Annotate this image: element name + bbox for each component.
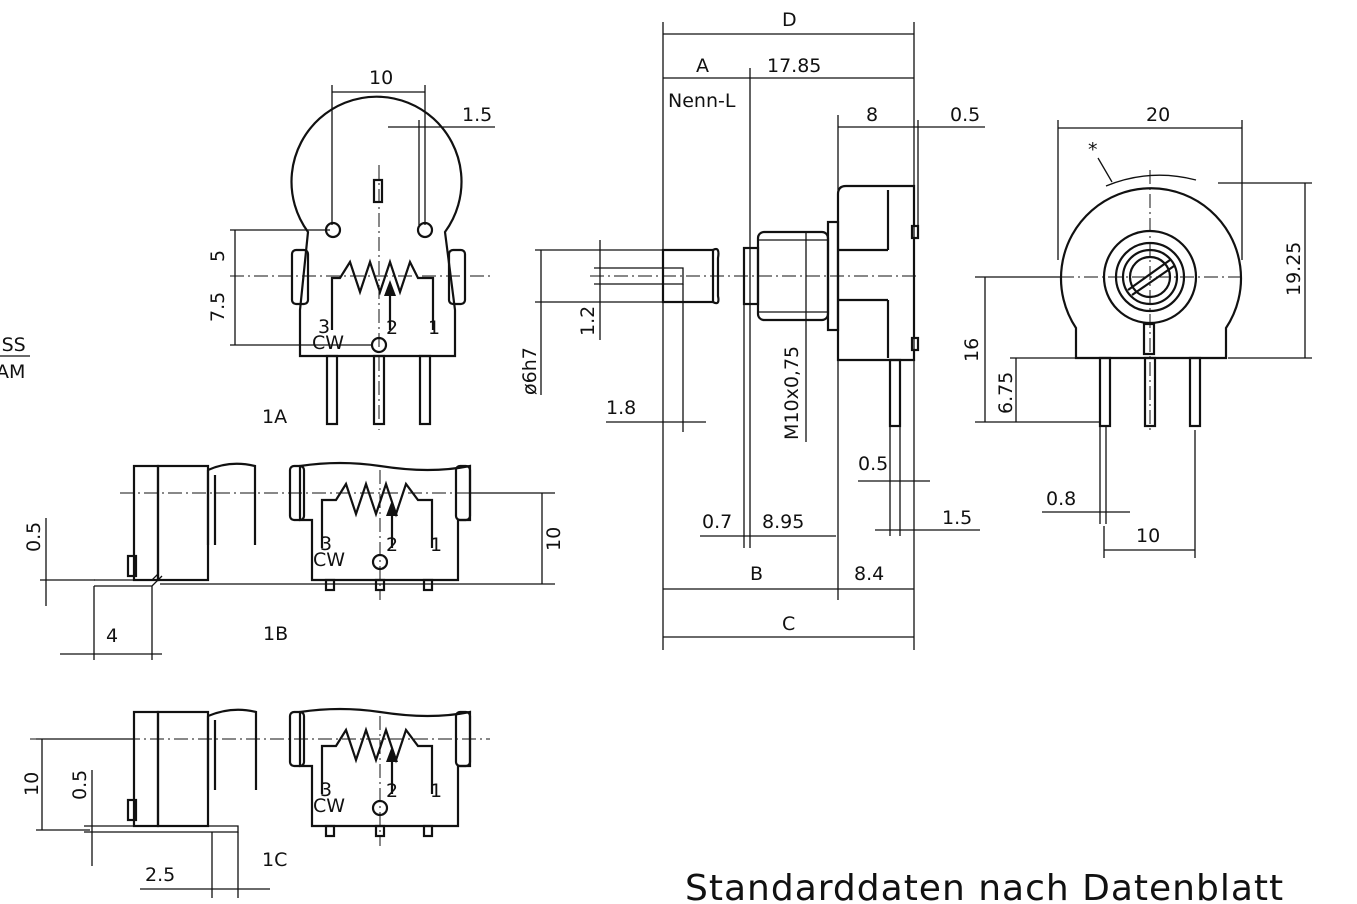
front-housing (1059, 187, 1243, 360)
dim-1c-0-5: 0.5 (69, 770, 91, 800)
view-1c-label: 1C (262, 849, 287, 871)
dim-A: A (696, 55, 709, 77)
dim-1b-4: 4 (106, 625, 118, 647)
dim-8-4: 8.4 (854, 563, 884, 585)
view-1b: 3 CW 2 1 10 0.5 4 1B (23, 461, 565, 660)
dim-front-20: 20 (1146, 104, 1170, 126)
cut-text-line-2: AM (0, 361, 25, 383)
view-1c-resistor (320, 726, 434, 794)
view-1a-body-outline (290, 95, 463, 358)
dim-shaft-diameter: ø6h7 (519, 347, 541, 395)
housing (836, 184, 916, 362)
view-1b-cut (206, 462, 257, 545)
pin-cw-label: CW (312, 332, 344, 354)
resistor-symbol (330, 258, 435, 330)
dim-1a-10: 10 (369, 67, 393, 89)
view-1a: 3 CW 2 1 10 1.5 5 7.5 1A (207, 67, 495, 430)
left-cut-text: ISS AM (0, 334, 30, 383)
view-1b-pin-1: 1 (430, 534, 442, 556)
dim-1a-1-5: 1.5 (462, 104, 492, 126)
dim-1c-2-5: 2.5 (145, 864, 175, 886)
view-1b-pin-2: 2 (386, 534, 398, 556)
view-1b-resistor (320, 480, 434, 548)
dim-17-85: 17.85 (767, 55, 821, 77)
mount-hole-right (416, 221, 434, 239)
thread-label: M10x0,75 (781, 346, 803, 440)
dim-0-5-mid: 0.5 (858, 453, 888, 475)
dim-1c-10: 10 (21, 772, 43, 796)
side-view: D A 17.85 Nenn-L 8 0.5 ø6h7 1.2 1.8 M10x… (519, 9, 985, 650)
front-view: 20 * 19.25 16 6.75 0.8 10 (961, 104, 1312, 558)
dim-front-16: 16 (961, 338, 983, 362)
view-1c: 3 CW 2 1 10 0.5 2.5 1C (21, 707, 490, 898)
dim-1a-7-5: 7.5 (207, 292, 229, 322)
dim-front-6-75: 6.75 (995, 372, 1017, 414)
view-1b-pin-cw: CW (313, 549, 345, 571)
cut-text-line-1: ISS (0, 334, 26, 356)
dim-front-19-25: 19.25 (1283, 242, 1305, 296)
pin-1-label: 1 (428, 317, 440, 339)
dim-8-95: 8.95 (762, 511, 804, 533)
dim-B: B (750, 563, 763, 585)
front-star-marker: * (1088, 139, 1098, 161)
dim-0-5-top: 0.5 (950, 104, 980, 126)
view-1c-pin-cw: CW (313, 795, 345, 817)
dim-D: D (782, 9, 797, 31)
dim-front-10: 10 (1136, 525, 1160, 547)
dim-1-5: 1.5 (942, 507, 972, 529)
dim-8: 8 (866, 104, 878, 126)
dim-1-2: 1.2 (577, 306, 599, 336)
dim-1b-10: 10 (543, 527, 565, 551)
nenn-l-label: Nenn-L (668, 90, 736, 112)
dim-0-7: 0.7 (702, 511, 732, 533)
pin-2-label: 2 (386, 317, 398, 339)
view-1c-cut (206, 708, 258, 790)
dim-front-0-8: 0.8 (1046, 488, 1076, 510)
view-1b-pin-3: 3 (320, 533, 332, 555)
dim-1a-5: 5 (207, 250, 229, 262)
footer-text: Standarddaten nach Datenblatt (685, 868, 1284, 904)
view-1a-label: 1A (262, 406, 287, 428)
dim-1b-0-5: 0.5 (23, 522, 45, 552)
view-1c-pin-1: 1 (430, 780, 442, 802)
view-1b-label: 1B (263, 623, 288, 645)
dim-1-8: 1.8 (606, 397, 636, 419)
dim-C: C (782, 613, 795, 635)
pin-3-label: 3 (318, 316, 330, 338)
view-1c-pin-3: 3 (320, 779, 332, 801)
view-1c-pin-2: 2 (386, 780, 398, 802)
